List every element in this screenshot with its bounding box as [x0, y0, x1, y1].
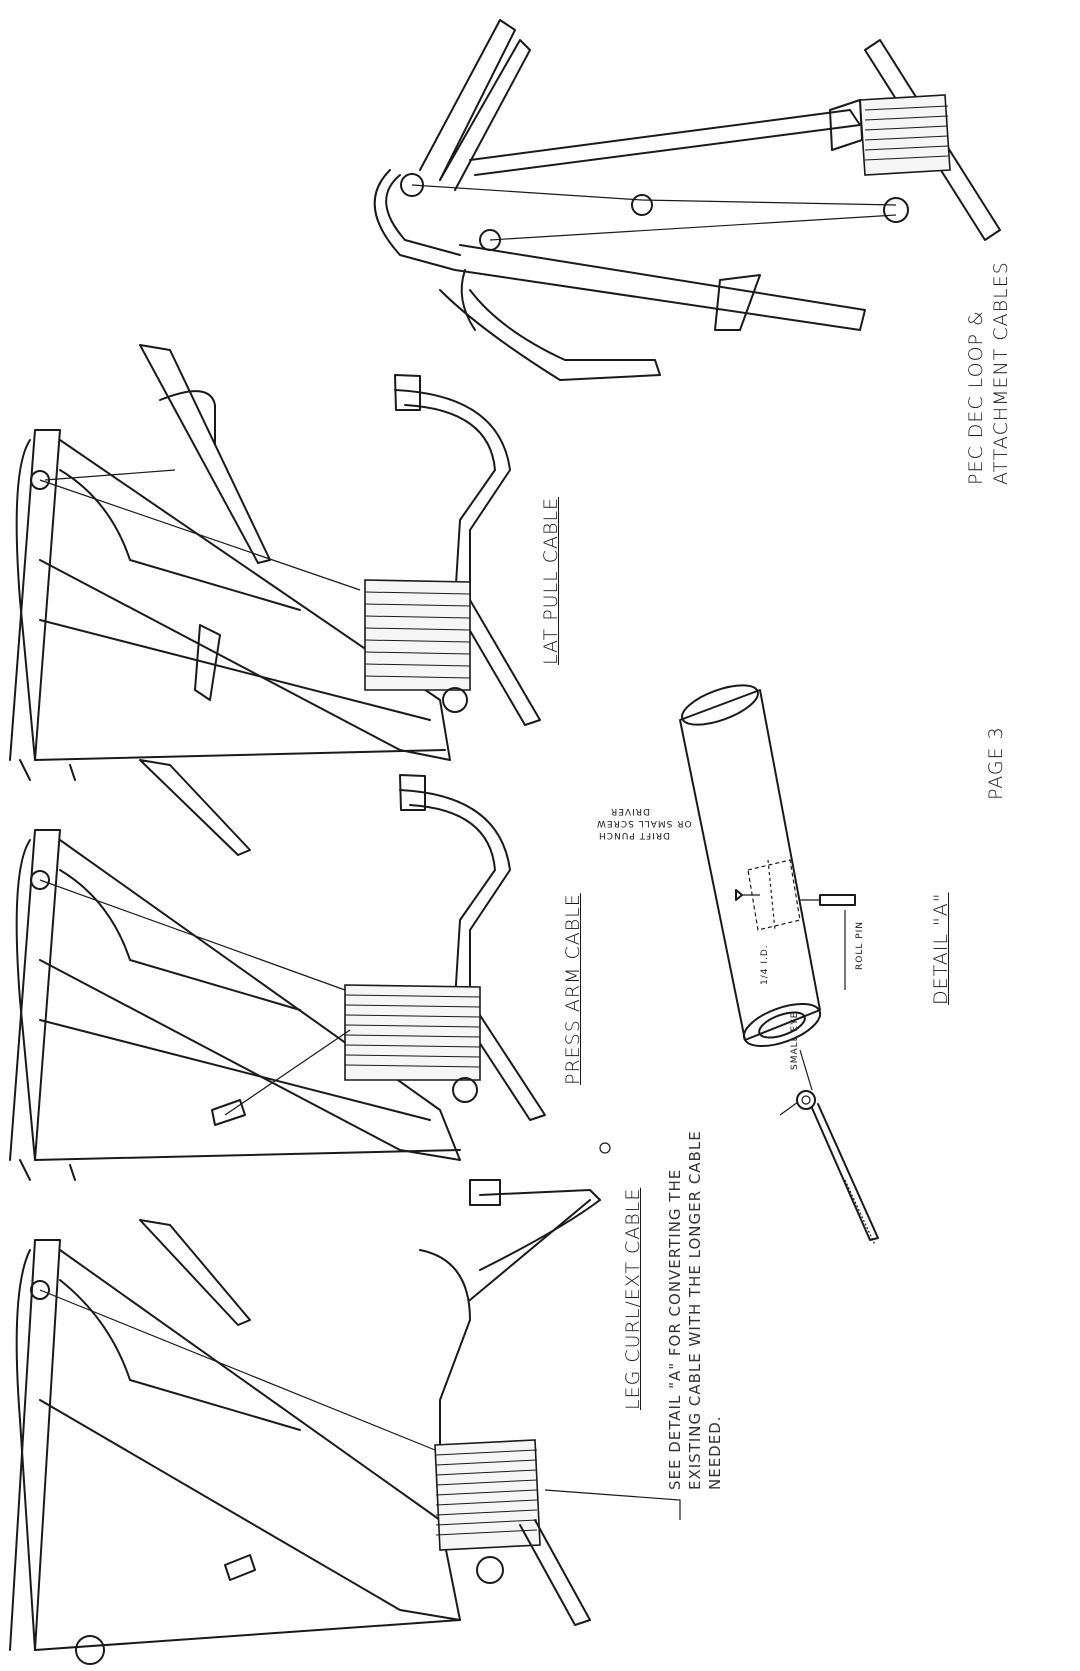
pec-dec-label-line1: PEC DEC LOOP &	[965, 310, 987, 485]
page-number: PAGE 3	[985, 726, 1007, 800]
small-eye-label: SMALL EYE	[790, 1011, 800, 1070]
lat-pull-machine-drawing	[9, 344, 541, 781]
roll-pin-label: ROLL PIN	[855, 920, 865, 970]
leg-curl-machine-drawing	[9, 1142, 681, 1665]
quarter-id-label: 1/4 I.D.	[760, 944, 770, 985]
pec-dec-machine-drawing	[373, 19, 1001, 381]
detail-a-title: DETAIL "A"	[930, 892, 952, 1005]
pec-dec-label-line2: ATTACHMENT CABLES	[990, 261, 1012, 485]
press-arm-machine-drawing	[9, 759, 546, 1181]
detail-a-drawing	[679, 684, 879, 1246]
drift-punch-label-line1: DRIFT PUNCH	[598, 830, 671, 840]
leg-curl-note: SEE DETAIL "A" FOR CONVERTING THE EXISTI…	[666, 1130, 724, 1490]
leg-curl-cable-label: LEG CURL/EXT CABLE	[622, 1187, 644, 1410]
drift-punch-label-line2: OR SMALL SCREW	[596, 818, 692, 828]
press-arm-cable-label: PRESS ARM CABLE	[562, 893, 584, 1085]
lat-pull-cable-label: LAT PULL CABLE	[540, 496, 562, 665]
drift-punch-label-line3: DRIVER	[610, 806, 650, 816]
